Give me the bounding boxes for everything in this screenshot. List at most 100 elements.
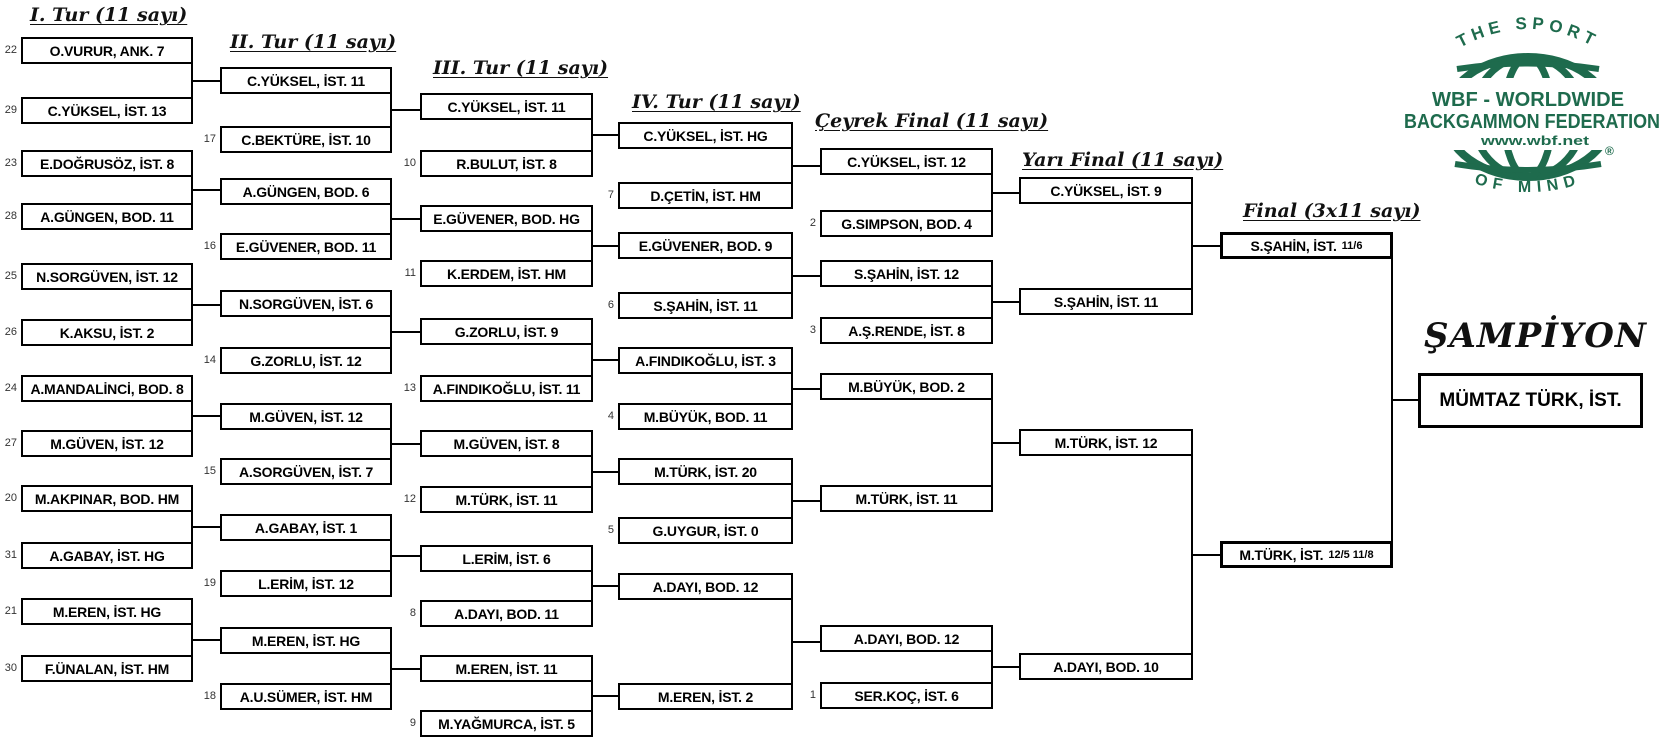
bracket-connector (1393, 399, 1418, 401)
player-box: G.ZORLU, İST. 12 (220, 347, 392, 374)
player-box: E.GÜVENER, BOD. 11 (220, 233, 392, 260)
bracket-connector (791, 485, 793, 517)
player-box: A.GÜNGEN, BOD. 11 (21, 203, 193, 230)
bracket-connector (390, 654, 392, 683)
player-box: A.DAYI, BOD. 12 (820, 625, 993, 652)
seed-number: 26 (4, 326, 17, 338)
player-name: A.DAYI, BOD. 12 (652, 578, 759, 595)
bracket-connector (591, 572, 593, 600)
player-name: M.GÜVEN, İST. 8 (453, 435, 560, 452)
player-name: C.YÜKSEL, İST. 12 (847, 153, 966, 170)
bracket-connector (193, 639, 220, 641)
player-name: M.EREN, İST. HG (251, 632, 361, 649)
player-name: SER.KOÇ, İST. 6 (854, 687, 959, 704)
bracket-connector (793, 500, 820, 502)
round-header: Yarı Final (11 sayı) (1022, 149, 1224, 171)
player-box: C.YÜKSEL, İST. HG (618, 122, 793, 149)
bracket-connector (991, 287, 993, 317)
bracket-connector (193, 304, 220, 306)
bracket-connector (791, 149, 793, 182)
logo-url: www.wbf.net (1480, 133, 1590, 148)
player-name: C.YÜKSEL, İST. 11 (247, 72, 365, 89)
bracket-connector (791, 259, 793, 292)
player-name: M.EREN, İST. HG (52, 603, 162, 620)
bracket-connector (991, 400, 993, 485)
bracket-connector (392, 668, 420, 670)
bracket-connector (191, 64, 193, 97)
bracket-connector (193, 189, 220, 191)
player-box: A.GABAY, İST. 1 (220, 514, 392, 541)
seed-number: 25 (4, 270, 17, 282)
player-name: A.MANDALİNCİ, BOD. 8 (30, 380, 184, 397)
bracket-connector (593, 695, 618, 697)
bracket-connector (392, 331, 420, 333)
svg-text:THE SPORT: THE SPORT (1453, 14, 1602, 51)
bracket-connector (793, 165, 820, 167)
player-box: L.ERİM, İST. 12 (220, 570, 392, 597)
seed-number: 10 (403, 157, 416, 169)
seed-number: 11 (404, 267, 416, 279)
seed-number: 1 (809, 689, 816, 701)
player-box: M.TÜRK, İST. 20 (618, 458, 793, 485)
player-name: A.GÜNGEN, BOD. 11 (40, 208, 174, 225)
logo-registered-icon: ® (1605, 144, 1614, 158)
player-box: M.BÜYÜK, BOD. 11 (618, 403, 793, 430)
player-box: M.EREN, İST. 2 (618, 683, 793, 710)
player-box: S.ŞAHİN, İST. 11 (618, 292, 793, 319)
player-name: G.UYGUR, İST. 0 (652, 522, 759, 539)
seed-number: 18 (203, 690, 216, 702)
bracket-connector (591, 232, 593, 260)
player-box: A.SORGÜVEN, İST. 7 (220, 458, 392, 485)
seed-number: 7 (607, 189, 614, 201)
bracket-connector (591, 457, 593, 486)
player-box: A.GABAY, İST. HG (21, 542, 193, 569)
round-header: I. Tur (11 sayı) (30, 4, 188, 26)
bracket-connector (593, 471, 618, 473)
player-box: M.GÜVEN, İST. 8 (420, 430, 593, 457)
seed-number: 31 (4, 549, 17, 561)
seed-number: 17 (203, 133, 216, 145)
seed-number: 27 (4, 437, 17, 449)
bracket-connector (392, 555, 420, 557)
player-name: S.ŞAHİN, İST. 12 (854, 265, 959, 282)
player-name: E.DOĞRUSÖZ, İST. 8 (39, 155, 175, 172)
bracket-connector (591, 682, 593, 710)
seed-number: 4 (607, 410, 614, 422)
player-box: A.DAYI, BOD. 11 (420, 600, 593, 627)
player-name: C.YÜKSEL, İST. 11 (447, 98, 566, 115)
player-name: C.YÜKSEL, İST. 13 (47, 102, 167, 119)
bracket-connector (591, 120, 593, 150)
seed-number: 19 (203, 577, 216, 589)
bracket-connector (593, 245, 618, 247)
player-name: M.AKPINAR, BOD. HM (34, 490, 180, 507)
logo-arc-top: THE SPORT (1453, 14, 1597, 51)
player-box: A.FINDIKOĞLU, İST. 3 (618, 347, 793, 374)
player-name: A.FINDIKOĞLU, İST. 11 (432, 380, 581, 397)
player-name: G.ZORLU, İST. 12 (250, 352, 362, 369)
player-box: M.EREN, İST. HG (21, 598, 193, 625)
bracket-connector (1391, 259, 1393, 541)
seed-number: 8 (409, 607, 416, 619)
player-name: F.ÜNALAN, İST. HM (44, 660, 170, 677)
wbf-logo: WBF - WORLDWIDE BACKGAMMON FEDERATION ww… (1402, 14, 1668, 196)
player-name: K.ERDEM, İST. HM (447, 265, 566, 282)
bracket-connector (191, 512, 193, 542)
bracket-connector (791, 600, 793, 683)
seed-number: 29 (4, 104, 17, 116)
bracket-connector (1191, 204, 1193, 288)
bracket-connector (991, 175, 993, 210)
player-name: O.VURUR, ANK. 7 (49, 42, 165, 59)
player-name: E.GÜVENER, BOD. 9 (638, 237, 773, 254)
player-box: R.BULUT, İST. 8 (420, 150, 593, 177)
player-name: C.YÜKSEL, İST. HG (643, 127, 768, 144)
player-name: A.GABAY, İST. HG (49, 547, 165, 564)
player-box: C.YÜKSEL, İST. 13 (21, 97, 193, 124)
player-box: G.UYGUR, İST. 0 (618, 517, 793, 544)
bracket-connector (793, 275, 820, 277)
player-box: M.GÜVEN, İST. 12 (21, 430, 193, 457)
player-box: M.EREN, İST. HG (220, 627, 392, 654)
player-name: D.ÇETİN, İST. HM (650, 187, 761, 204)
player-box: A.Ş.RENDE, İST. 8 (820, 317, 993, 344)
seed-number: 2 (809, 217, 816, 229)
seed-number: 20 (4, 492, 17, 504)
